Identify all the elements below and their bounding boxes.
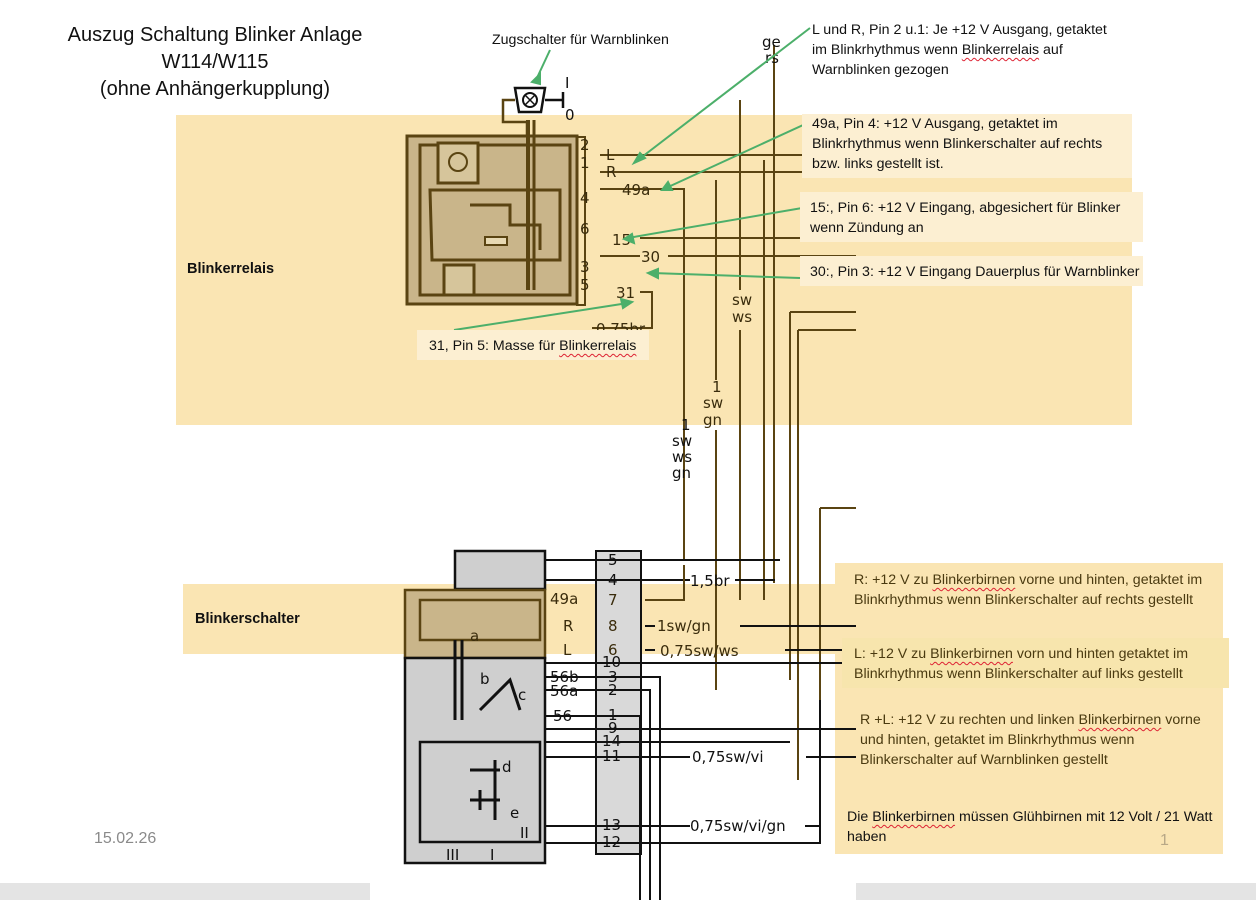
annotation-l-output: L: +12 V zu Blinkerbirnen vorn und hinte…	[842, 638, 1229, 688]
switch-pos-on: I	[565, 74, 569, 92]
switch-contact-label: b	[480, 670, 490, 688]
wire-label-1-5br: 1,5br	[690, 572, 730, 590]
switch-contact-label: d	[502, 758, 512, 776]
switch-roman-label: II	[520, 824, 529, 842]
switch-pin-number: 8	[608, 617, 618, 635]
relay-pin-number: 1	[580, 154, 590, 172]
relay-terminal-label: 31	[616, 284, 635, 302]
arrow-head	[621, 232, 636, 245]
switch-pos-off: 0	[565, 106, 575, 124]
warn-switch-label: Zugschalter für Warnblinken	[492, 32, 669, 48]
switch-pin-number: 2	[608, 681, 618, 699]
relay-pin-wires	[592, 45, 856, 780]
indicator-lamp-icon	[448, 152, 468, 172]
switch-pin-number: 11	[602, 747, 621, 765]
switch-pin-number: 3	[608, 668, 618, 686]
relay-pin-number: 5	[580, 276, 590, 294]
switch-terminal-label: 49a	[550, 590, 578, 608]
wire-color-label: sw	[672, 432, 692, 450]
switch-pin-number: 1	[608, 706, 618, 724]
slide-number: 1	[1160, 832, 1169, 849]
annotation-r-output: R: +12 V zu Blinkerbirnen vorne und hint…	[854, 572, 1203, 608]
switch-pin-number: 13	[602, 816, 621, 834]
switch-terminal-labels: 49a R L 56b 56a 56 5 4 7 8 6 10 3 2 1 9 …	[550, 551, 621, 851]
title-line-2: W114/W115	[161, 51, 269, 73]
switch-pin-number: 6	[608, 641, 618, 659]
switch-contact-label: c	[518, 686, 526, 704]
relay-terminal-label: 49a	[622, 181, 650, 199]
wire-color-label: sw	[703, 394, 723, 412]
switch-pin-number: 12	[602, 833, 621, 851]
switch-pin-number: 10	[602, 653, 621, 671]
switch-pin-number: 7	[608, 591, 618, 609]
switch-contact-label: a	[470, 627, 479, 645]
relay-terminal-label: L	[606, 146, 615, 164]
switch-contact-label: e	[510, 804, 519, 822]
relay-pin-number: 4	[580, 189, 590, 207]
relay-terminal-label: 30	[641, 248, 660, 266]
switch-section-label: Blinkerschalter	[195, 611, 300, 627]
annotation-bulbs: Die Blinkerbirnen müssen Glühbirnen mit …	[847, 809, 1213, 845]
relay-section-label: Blinkerrelais	[187, 261, 275, 277]
switch-terminal-label: 56a	[550, 682, 578, 700]
wire-color-label: 1	[712, 378, 722, 396]
wire-label-sw-gn: 1sw/gn	[657, 617, 711, 635]
warn-pull-switch	[501, 86, 565, 135]
slide-date: 15.02.26	[94, 830, 157, 847]
annotation-15: 15:, Pin 6: +12 V Eingang, abgesichert f…	[800, 192, 1143, 242]
switch-pin-number: 4	[608, 571, 618, 589]
arrow-head	[619, 297, 635, 310]
annotation-49a: 49a, Pin 4: +12 V Ausgang, getaktet im B…	[802, 114, 1132, 178]
relay-lamp-box	[436, 141, 480, 185]
next-slide-edge	[0, 883, 370, 900]
switch-terminal-label: R	[563, 617, 573, 635]
wire-label-sw-ws: 0,75sw/ws	[660, 642, 739, 660]
wire-color-label: gn	[672, 464, 691, 482]
switch-pin-number: 5	[608, 551, 618, 569]
switch-terminal-label: 56	[553, 707, 572, 725]
relay-pin-number: 2	[580, 136, 590, 154]
relay-terminal-label: R	[606, 163, 616, 181]
switch-pin-number: 9	[608, 719, 618, 737]
arrow-head	[631, 151, 647, 166]
wire-label-sw-vi: 0,75sw/vi	[692, 748, 764, 766]
annotation-30: 30:, Pin 3: +12 V Eingang Dauerplus für …	[800, 256, 1143, 286]
annotation-31: 31, Pin 5: Masse für Blinkerrelais	[417, 330, 649, 360]
title-line-3: (ohne Anhängerkupplung)	[99, 78, 331, 100]
switch-block	[403, 549, 642, 865]
relay-block	[405, 120, 586, 306]
arrow-head	[645, 267, 659, 280]
arrow-head	[660, 180, 674, 191]
wire-color-label: ws	[732, 308, 752, 326]
relay-pin-number: 3	[580, 258, 590, 276]
annotation-l-r-outputs: L und R, Pin 2 u.1: Je +12 V Ausgang, ge…	[812, 22, 1107, 78]
lamp-x-icon	[522, 92, 538, 108]
relay-housing	[405, 134, 579, 306]
title-line-1: Auszug Schaltung Blinker Anlage	[67, 24, 363, 46]
switch-roman-label: I	[490, 846, 494, 864]
wire-color-label: ws	[672, 448, 692, 466]
annotation-rl-output: R +L: +12 V zu rechten und linken Blinke…	[860, 712, 1201, 768]
annotation-arrows	[453, 27, 815, 331]
switch-wires	[545, 559, 856, 900]
relay-coil-box	[442, 263, 476, 297]
output-notes-band	[835, 563, 1223, 854]
page-title: Auszug Schaltung Blinker Anlage W114/W11…	[30, 22, 400, 103]
relay-pin-number: 6	[580, 220, 590, 238]
next-slide-edge	[856, 883, 1256, 900]
wire-color-label: sw	[732, 291, 752, 309]
wire-label-sw-vi-gn: 0,75sw/vi/gn	[690, 817, 786, 835]
switch-pin-number: 14	[602, 732, 621, 750]
switch-terminal-label: L	[563, 641, 572, 659]
switch-roman-label: III	[446, 846, 459, 864]
arrow-head	[530, 71, 541, 86]
relay-terminal-label: 15	[612, 231, 631, 249]
switch-terminal-label: 56b	[550, 668, 579, 686]
resistor-icon	[484, 236, 508, 246]
wire-color-label: ge	[762, 33, 781, 51]
wire-color-label: 1	[681, 416, 691, 434]
wire-color-label: gn	[703, 411, 722, 429]
